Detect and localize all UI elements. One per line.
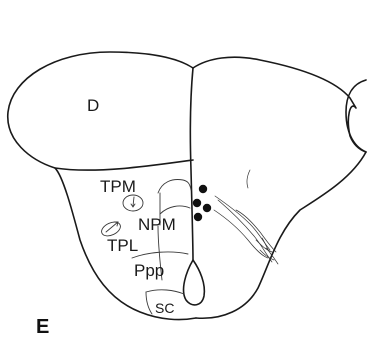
label-tpl: TPL [107, 236, 138, 255]
sc-region-boundary [146, 290, 184, 294]
fiber-tract-3 [214, 210, 268, 258]
central-canal [184, 260, 205, 305]
label-d: D [87, 96, 99, 115]
midline [190, 68, 193, 260]
label-npm: NPM [138, 215, 176, 234]
neuron-dot-4 [194, 213, 202, 221]
panel-letter: E [36, 316, 49, 338]
tpm-marker-arrow [131, 197, 135, 207]
label-sc: SC [155, 300, 174, 316]
fiber-tract-6 [247, 170, 250, 188]
neuron-dot-1 [199, 185, 207, 193]
fiber-tract-2 [218, 200, 272, 262]
tpm-region-boundary [158, 180, 191, 193]
label-ppp: Ppp [134, 261, 164, 280]
npm-region-boundary [160, 206, 190, 214]
right-hemisphere-outline [193, 57, 366, 318]
label-tpm: TPM [100, 177, 136, 196]
neuron-dot-3 [203, 204, 211, 212]
neuron-dot-2 [193, 199, 201, 207]
dorsal-region-boundary [55, 160, 193, 170]
sc-left-edge [146, 292, 152, 314]
